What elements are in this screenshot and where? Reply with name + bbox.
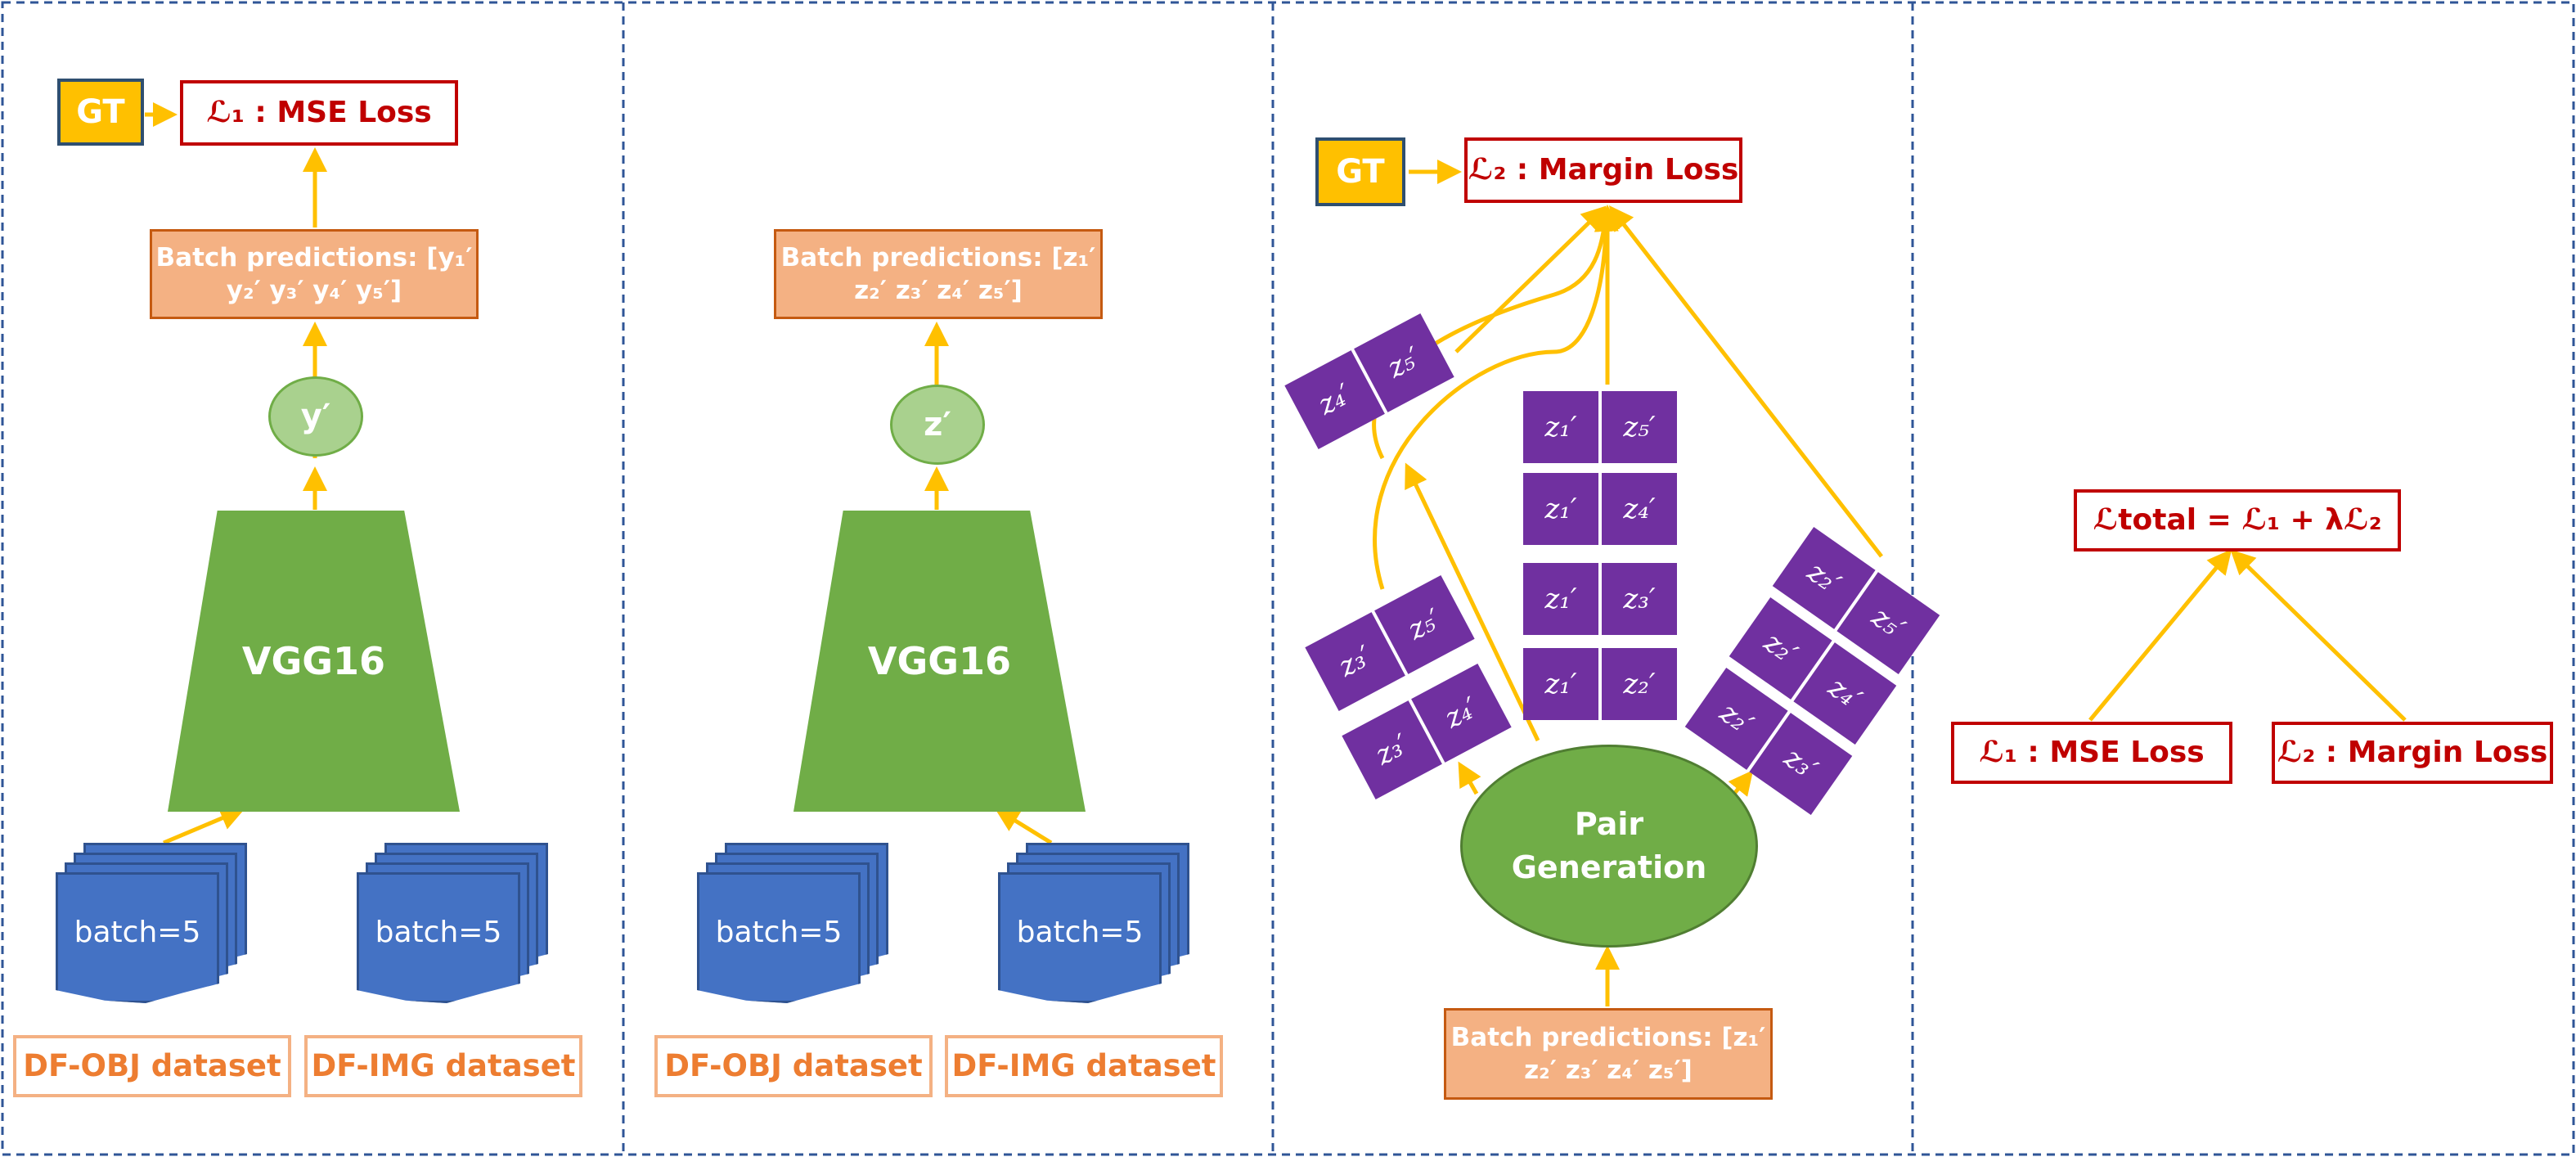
gt-box-2: GT (1315, 137, 1405, 206)
mse-loss-box-2: ℒ₁ : MSE Loss (1951, 722, 2232, 784)
arrow-z4z5-to-loss2 (1454, 205, 1607, 353)
margin-loss-box-2: ℒ₂ : Margin Loss (2272, 722, 2553, 784)
pair-cell: z₂′ (1602, 648, 1677, 720)
pair-cell: z₅′ (1602, 391, 1677, 463)
output-z-node: z′ (890, 385, 985, 465)
arrow-z3z5-to-loss2 (1373, 207, 1619, 590)
batch-label: batch=5 (357, 872, 520, 1003)
pair-cell: z₁′ (1523, 563, 1598, 635)
batch-predictions-z-1: Batch predictions: [z₁′ z₂′ z₃′ z₄′ z₅′] (774, 229, 1103, 319)
pair-cell: z₃′ (1602, 563, 1677, 635)
vgg16-network-2: VGG16 (793, 511, 1086, 812)
pair-z1-z5: z₁′ z₅′ (1523, 391, 1677, 463)
pair-z1-z4: z₁′ z₄′ (1523, 473, 1677, 545)
batch-stack-left-2: batch=5 (697, 843, 889, 1011)
arrow-loss1-to-total (2088, 549, 2232, 722)
arrow-z2z5-to-loss2 (1608, 205, 1883, 558)
batch-label: batch=5 (697, 872, 861, 1003)
arrow-pairgen-to-z3 (1458, 761, 1481, 795)
arrow-loss2-to-total (2230, 549, 2407, 722)
batch-stack-left-1: batch=5 (56, 843, 248, 1011)
arrow-pairgen-to-z2 (1728, 770, 1754, 797)
df-obj-dataset-2: DF-OBJ dataset (654, 1035, 933, 1097)
arrow-pairgen-to-z4z5 (1405, 462, 1540, 742)
batch-predictions-y: Batch predictions: [y₁′ y₂′ y₃′ y₄′ y₅′] (150, 229, 479, 319)
batch-stack-right-1: batch=5 (357, 843, 549, 1011)
arrow-batch-to-vgg-2 (994, 808, 1053, 845)
df-img-dataset-1: DF-IMG dataset (304, 1035, 582, 1097)
pair-generation-node: Pair Generation (1460, 745, 1758, 948)
mse-loss-box: ℒ₁ : MSE Loss (180, 80, 458, 146)
margin-loss-box: ℒ₂ : Margin Loss (1464, 137, 1742, 203)
df-obj-dataset-1: DF-OBJ dataset (13, 1035, 291, 1097)
pair-cell: z₁′ (1523, 648, 1598, 720)
output-y-node: y′ (268, 376, 363, 457)
pair-z1-z2: z₁′ z₂′ (1523, 648, 1677, 720)
batch-label: batch=5 (56, 872, 219, 1003)
batch-predictions-z-2: Batch predictions: [z₁′ z₂′ z₃′ z₄′ z₅′] (1444, 1008, 1773, 1100)
pair-cell: z₄′ (1602, 473, 1677, 545)
df-img-dataset-2: DF-IMG dataset (945, 1035, 1223, 1097)
total-loss-box: ℒtotal = ℒ₁ + λℒ₂ (2074, 489, 2401, 551)
pair-z1-z3: z₁′ z₃′ (1523, 563, 1677, 635)
pair-cell: z₁′ (1523, 391, 1598, 463)
vgg16-network-1: VGG16 (168, 511, 460, 812)
pair-cell: z₁′ (1523, 473, 1598, 545)
batch-stack-right-2: batch=5 (998, 843, 1190, 1011)
arrow-batch-to-vgg-1 (163, 806, 245, 845)
gt-box: GT (57, 79, 144, 146)
batch-label: batch=5 (998, 872, 1162, 1003)
